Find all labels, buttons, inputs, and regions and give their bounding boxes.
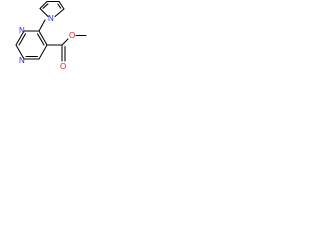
structure-canvas: N N N O O [0, 0, 90, 93]
pyrazine-pyrrole-bond [38, 19, 46, 32]
pyrrole-bond-4 [58, 0, 65, 10]
pyrrole-nitrogen-label: N [48, 14, 54, 23]
pyrazine-nitrogen-bottom-label: N [19, 56, 25, 65]
carbonyl-to-ether-o-bond [61, 38, 69, 46]
pyrazine-bond-5 [38, 30, 48, 46]
pyrrole-bond-5 [54, 8, 65, 18]
bond-layer [15, 0, 87, 62]
pyrrole-double-inner-1 [42, 3, 49, 9]
chemical-structure-diagram: N N N O O [15, 0, 87, 71]
carbonyl-oxygen-label: O [60, 62, 66, 71]
ether-oxygen-label: O [69, 31, 75, 40]
pyrrole-bond-2 [39, 0, 48, 10]
pyrrole-bond-1 [39, 7, 49, 18]
pyrazine-double-inner-1 [18, 33, 27, 46]
pyrazine-bond-1 [15, 30, 25, 46]
pyrazine-double-inner-3 [36, 33, 45, 46]
pyrazine-bond-4 [38, 44, 48, 60]
pyrazine-bond-2 [15, 44, 25, 60]
pyrazine-nitrogen-top-label: N [19, 26, 25, 35]
pyrrole-double-inner-2 [57, 3, 62, 9]
